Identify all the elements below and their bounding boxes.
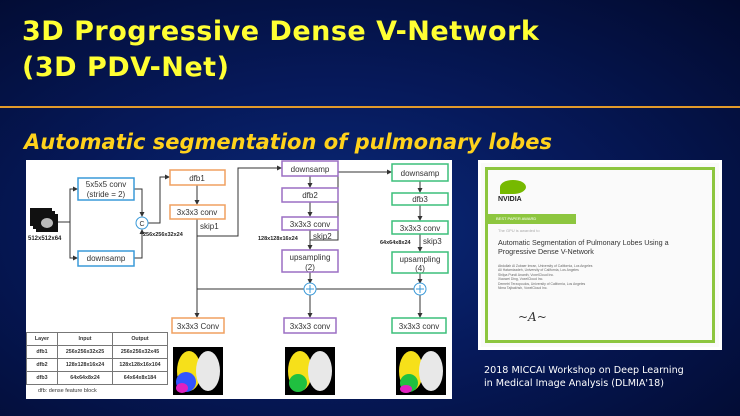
nvidia-wordmark: NVIDIA: [498, 196, 522, 203]
upsampling2-factor: (2): [305, 263, 315, 272]
nvidia-logo-icon: [500, 180, 526, 194]
table-cell: 256x256x32x25: [57, 345, 113, 359]
table-header-row: Layer Input Output: [26, 332, 168, 346]
size-label-3: 64x64x8x24: [380, 240, 412, 246]
dfb3-label: dfb3: [412, 195, 428, 204]
author: Abdullah Al Zubaer Imran, University of …: [498, 264, 593, 268]
skip3-label: skip3: [423, 237, 442, 246]
table-row: dfb1 256x256x32x25 256x256x32x45: [26, 345, 168, 359]
title-line-2: (3D PDV-Net): [22, 52, 230, 83]
upsampling4-label: upsampling: [400, 255, 441, 264]
table-note: dfb: dense feature block: [38, 388, 97, 394]
table-cell: 128x128x16x104: [112, 358, 168, 372]
table-row: dfb3 64x64x8x24 64x64x8x184: [26, 371, 168, 385]
certificate-authors: Abdullah Al Zubaer Imran, University of …: [498, 264, 592, 290]
dfb1-box: [169, 169, 226, 186]
certificate-paper-title: Automatic Segmentation of Pulmonary Lobe…: [498, 238, 669, 256]
input-ct-volume: [30, 208, 58, 232]
upsampling2-box: [281, 249, 339, 273]
downsamp-label-3: downsamp: [401, 169, 440, 178]
author: Demetri Terzopoulos, University of Calif…: [498, 281, 586, 286]
conv5-box: [77, 177, 135, 201]
dfb2-box: [281, 187, 339, 203]
conv2-label: 3x3x3 conv: [290, 220, 330, 229]
dfb2-label: dfb2: [302, 191, 318, 200]
downsamp-box-0: [77, 250, 135, 267]
upsampling4-factor: (4): [415, 264, 425, 273]
downsamp-label-0: downsamp: [87, 254, 126, 263]
author: Ali Hatamizadeh, University of Californi…: [498, 268, 579, 273]
dfb-size-table: Layer Input Output dfb1 256x256x32x25 25…: [26, 332, 168, 385]
table-cell: dfb1: [26, 345, 58, 359]
signature: ~A~: [518, 310, 547, 324]
out-conv2-box: [283, 317, 337, 334]
dfb3-box: [391, 192, 449, 206]
table-cell: 256x256x32x45: [112, 345, 168, 359]
conv5-stride-label: (stride = 2): [87, 190, 126, 199]
out-conv3-label: 3x3x3 conv: [399, 322, 439, 331]
conv2-box: [281, 216, 339, 231]
concat-node: [135, 216, 149, 230]
table-cell: 64x64x8x24: [57, 371, 113, 385]
title-divider: [0, 106, 740, 108]
out-conv1-label: 3x3x3 Conv: [177, 322, 219, 331]
concat-label: C: [139, 221, 144, 228]
table-cell: dfb3: [26, 371, 58, 385]
table-cell: 64x64x8x184: [112, 371, 168, 385]
author: Xiaowei Ding, VoxelCloud Inc.: [498, 277, 544, 282]
lung-segmentation-output-3: [396, 347, 446, 395]
downsamp-box-2: [281, 160, 339, 177]
upsampling4-box: [391, 251, 449, 274]
slide-subtitle: Automatic segmentation of pulmonary lobe…: [24, 130, 552, 154]
certificate-border: NVIDIA BEST PAPER AWARD The GPU is award…: [485, 167, 715, 343]
author: Nima Tajbakhsh, VoxelCloud Inc.: [498, 286, 548, 291]
table-cell: 128x128x16x24: [57, 358, 113, 372]
certificate-caption: 2018 MICCAI Workshop on Deep Learning in…: [484, 364, 684, 390]
award-certificate: NVIDIA BEST PAPER AWARD The GPU is award…: [478, 160, 722, 350]
table-header: Input: [57, 332, 113, 346]
conv5-label: 5x5x5 conv: [86, 180, 126, 189]
skip1-label: skip1: [200, 222, 219, 231]
award-banner: BEST PAPER AWARD: [488, 214, 576, 224]
out-conv3-box: [391, 317, 447, 334]
table-row: dfb2 128x128x16x24 128x128x16x104: [26, 358, 168, 372]
conv1-box: [169, 204, 226, 220]
lung-segmentation-output-1: [173, 347, 223, 395]
size-label-2: 128x128x16x24: [258, 236, 299, 242]
upsampling2-label: upsampling: [290, 253, 331, 262]
downsamp-label-2: downsamp: [291, 165, 330, 174]
size-label-1: 256x256x32x24: [143, 232, 184, 238]
dfb1-label: dfb1: [189, 174, 205, 183]
author: Shilpa Pundi Ananth, VoxelCloud Inc.: [498, 272, 554, 277]
title-line-1: 3D Progressive Dense V-Network: [22, 16, 540, 47]
conv1-label: 3x3x3 conv: [177, 208, 217, 217]
conv3-label: 3x3x3 conv: [400, 224, 440, 233]
lung-segmentation-output-2: [285, 347, 335, 395]
out-conv2-label: 3x3x3 conv: [290, 322, 330, 331]
awarded-to-text: The GPU is awarded to: [498, 228, 540, 233]
slide-title: 3D Progressive Dense V-Network (3D PDV-N…: [22, 14, 539, 86]
table-header: Layer: [26, 332, 58, 346]
table-header: Output: [112, 332, 168, 346]
downsamp-box-3: [391, 163, 449, 182]
caption-line-2: in Medical Image Analysis (DLMIA'18): [484, 378, 665, 389]
out-conv1-box: [171, 317, 225, 334]
input-size-label: 512x512x64: [28, 236, 62, 242]
caption-line-1: 2018 MICCAI Workshop on Deep Learning: [484, 365, 684, 376]
table-cell: dfb2: [26, 358, 58, 372]
conv3-box: [391, 220, 449, 235]
skip2-label: skip2: [313, 232, 332, 241]
